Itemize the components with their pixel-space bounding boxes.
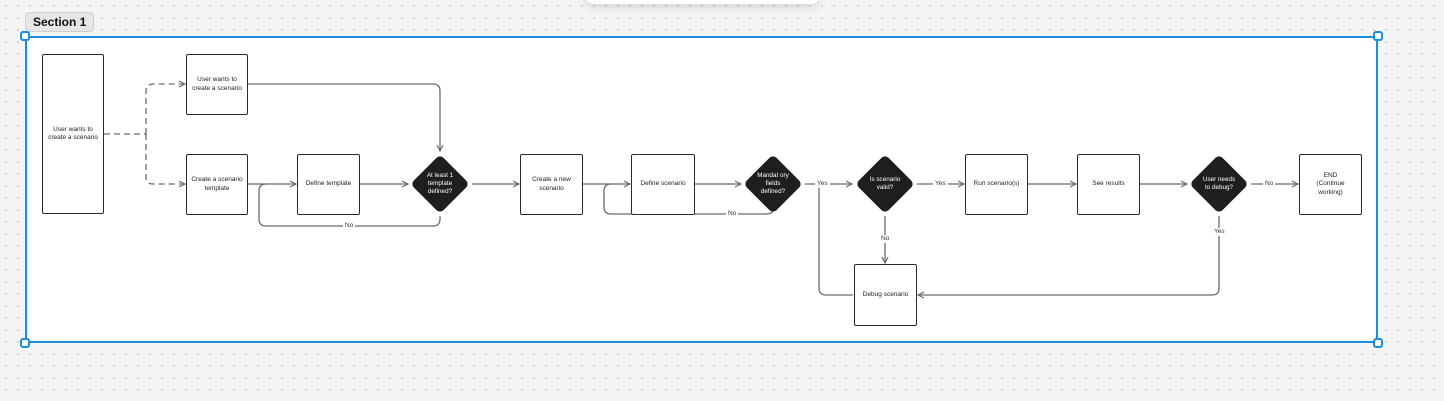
edge-label-fields-no: No [726,210,739,218]
decision-scenario-valid[interactable]: Is scenario valid? [854,153,916,215]
node-create-template[interactable]: Create a scenario template [186,154,248,215]
resize-handle-bottom-right[interactable] [1373,338,1383,348]
edge-label-debug-yes: Yes [1212,228,1227,236]
section-title[interactable]: Section 1 [25,12,95,32]
node-create-new-scenario[interactable]: Create a new scenario [520,154,583,215]
node-end[interactable]: END (Continue working) [1299,154,1362,215]
decision-mandatory-fields[interactable]: Mandat ory fields defined? [742,153,804,215]
node-run-scenarios[interactable]: Run scenario(s) [965,154,1028,215]
edge-label-fields-yes: Yes [815,180,830,188]
edge-fields-no-loop [603,183,774,215]
decision-label: User needs to debug? [1202,176,1236,191]
node-define-scenario[interactable]: Define scenario [631,154,695,215]
decision-label: Mandat ory fields defined? [757,172,789,195]
edge-start-to-user-wants [145,84,185,134]
edge-label-valid-no: No [879,235,892,243]
node-define-template[interactable]: Define template [297,154,360,215]
edge-label-valid-yes: Yes [933,180,948,188]
edge-user-wants-to-decision [248,83,440,151]
decision-label: At least 1 template defined? [426,172,454,195]
edge-debug-yes [918,216,1220,295]
edge-template-no-loop [258,183,441,227]
decision-template-defined[interactable]: At least 1 template defined? [409,153,471,215]
edge-label-template-no: No [343,222,356,230]
edge-label-debug-no: No [1263,180,1276,188]
decision-label: Is scenario valid? [869,176,901,191]
decision-needs-debug[interactable]: User needs to debug? [1188,153,1250,215]
edge-fields-yes-to-debug [818,184,853,296]
edge-start-to-create-template [145,134,185,184]
resize-handle-bottom-left[interactable] [20,338,30,348]
node-start[interactable]: User wants to create a scenario [42,54,104,214]
node-user-wants[interactable]: User wants to create a scenario [186,54,248,115]
section-frame[interactable] [25,36,1378,343]
floating-toolbar-shadow [585,0,820,4]
resize-handle-top-left[interactable] [20,31,30,41]
resize-handle-top-right[interactable] [1373,31,1383,41]
node-see-results[interactable]: See results [1077,154,1140,215]
node-debug-scenario[interactable]: Debug scenario [854,264,917,326]
